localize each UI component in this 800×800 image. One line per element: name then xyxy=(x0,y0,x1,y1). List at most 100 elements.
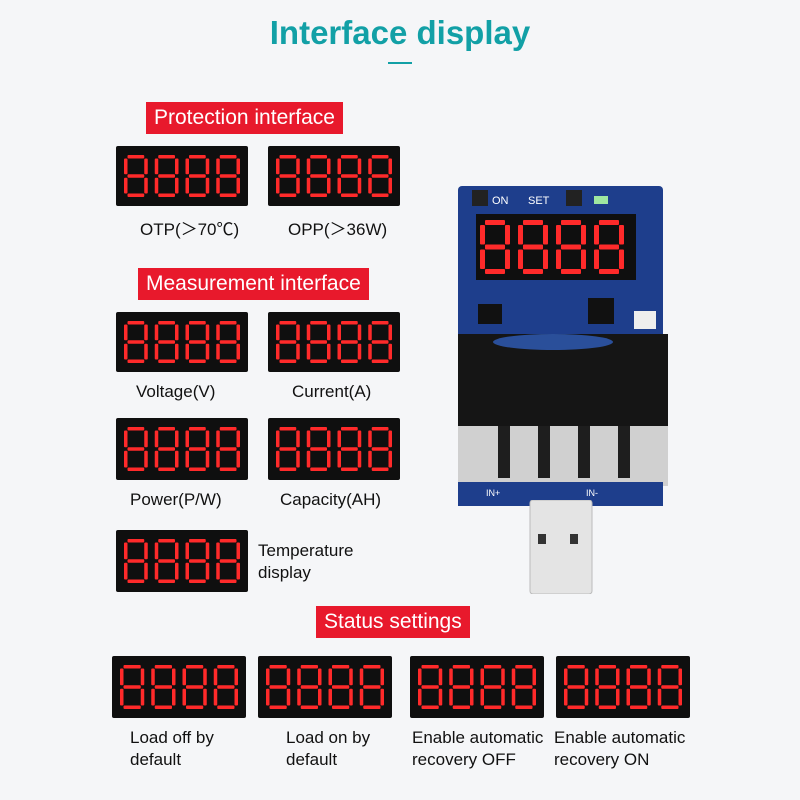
segment xyxy=(328,688,332,706)
segment xyxy=(310,321,327,325)
segment xyxy=(297,688,301,706)
segment xyxy=(341,359,358,363)
segment xyxy=(144,542,148,560)
segment xyxy=(388,450,392,468)
segment xyxy=(154,158,159,175)
digit xyxy=(185,539,210,583)
segment xyxy=(630,665,648,669)
segment xyxy=(189,539,206,543)
segment xyxy=(598,665,616,669)
segment xyxy=(371,321,389,325)
segment xyxy=(363,705,381,709)
label-load-off: Load off by default xyxy=(130,728,214,769)
segment xyxy=(371,447,389,451)
digit xyxy=(418,665,443,709)
segment xyxy=(219,539,237,543)
segment xyxy=(276,450,280,468)
segment xyxy=(371,340,389,344)
segment xyxy=(151,668,155,686)
segment xyxy=(158,559,175,563)
section-measurement: Measurement interface xyxy=(138,268,369,300)
segment xyxy=(144,450,148,468)
segment xyxy=(205,343,210,360)
segment xyxy=(182,668,186,686)
segment xyxy=(368,343,372,360)
segment xyxy=(388,177,392,194)
segment xyxy=(327,343,331,360)
segment xyxy=(189,559,206,563)
segment xyxy=(219,340,237,344)
segment xyxy=(154,430,159,448)
segment xyxy=(236,430,240,448)
segment xyxy=(380,688,384,706)
segment xyxy=(418,688,422,706)
segment xyxy=(584,668,589,686)
segment xyxy=(599,220,619,225)
segment xyxy=(219,427,237,431)
segment xyxy=(357,343,362,360)
segment xyxy=(205,450,210,468)
status-led-icon xyxy=(594,196,608,204)
segment xyxy=(388,430,392,448)
segment xyxy=(127,559,145,563)
segment xyxy=(484,705,502,709)
segment xyxy=(172,688,176,706)
segment xyxy=(123,705,141,709)
segment xyxy=(567,705,585,709)
segment xyxy=(266,688,270,706)
page-title: Interface display xyxy=(269,14,531,51)
segment xyxy=(144,158,148,175)
segment xyxy=(175,177,179,194)
display-load-on xyxy=(258,656,392,718)
segment xyxy=(388,158,392,175)
on-label: ON xyxy=(492,195,509,207)
chip-icon xyxy=(588,298,614,324)
segment xyxy=(438,668,443,686)
digit xyxy=(124,321,148,363)
segment xyxy=(371,155,389,159)
segment xyxy=(327,158,331,175)
segment xyxy=(357,158,362,175)
segment xyxy=(151,688,155,706)
label-temperature: Temperature display xyxy=(258,541,354,582)
segment xyxy=(213,688,218,706)
segment xyxy=(341,340,358,344)
segment xyxy=(371,467,389,471)
segment xyxy=(219,155,237,159)
segment xyxy=(124,450,128,468)
segment xyxy=(630,705,648,709)
segment xyxy=(327,450,331,468)
segment xyxy=(189,359,206,363)
segment xyxy=(380,668,384,686)
segment xyxy=(158,539,175,543)
segment xyxy=(296,343,300,360)
digit xyxy=(216,427,240,471)
segment xyxy=(371,193,389,197)
segment xyxy=(341,174,358,178)
segment xyxy=(203,668,207,686)
segment xyxy=(300,705,318,709)
segment xyxy=(189,427,206,431)
digit xyxy=(154,321,179,363)
segment xyxy=(388,343,392,360)
segment xyxy=(421,705,439,709)
segment xyxy=(523,244,543,250)
segment xyxy=(337,158,341,175)
segment xyxy=(127,174,145,178)
set-button-icon xyxy=(566,190,582,206)
display-recovery-off xyxy=(410,656,544,718)
segment xyxy=(501,668,505,686)
segment xyxy=(368,450,372,468)
segment xyxy=(349,688,353,706)
digit xyxy=(120,665,145,709)
segment xyxy=(418,668,422,686)
segment xyxy=(452,665,470,669)
segment xyxy=(485,244,505,250)
segment xyxy=(661,705,679,709)
segment xyxy=(306,430,311,448)
segment xyxy=(236,562,240,580)
segment xyxy=(158,467,175,471)
section-protection: Protection interface xyxy=(146,102,343,134)
segment xyxy=(485,220,505,225)
segment xyxy=(269,665,287,669)
